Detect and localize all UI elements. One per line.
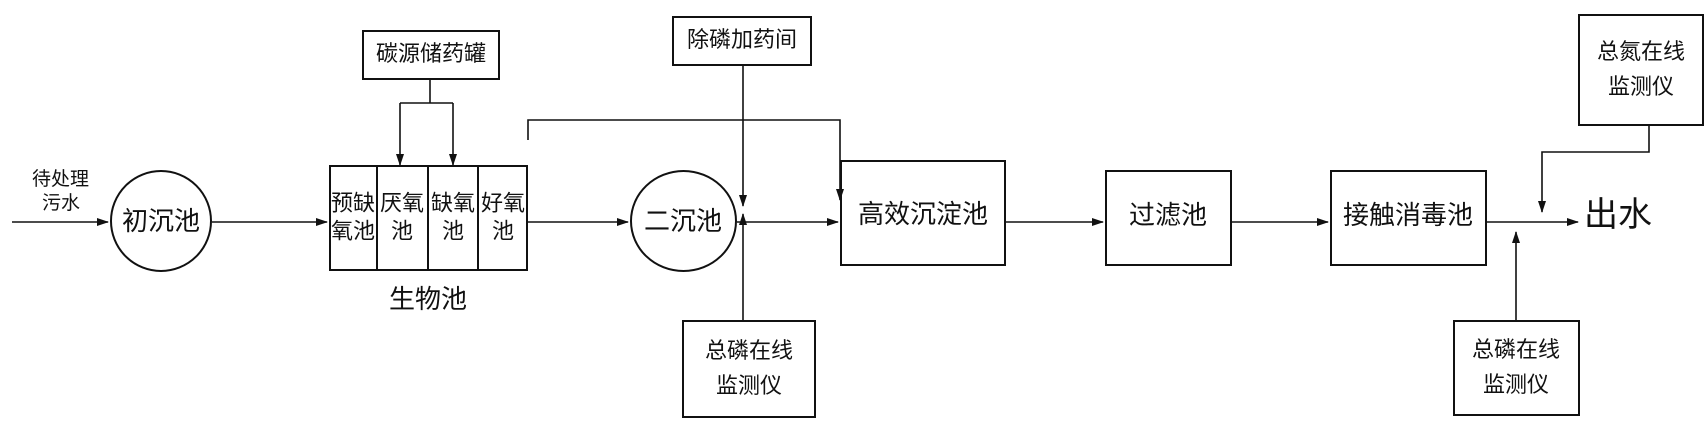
- tp-monitor-2-label: 总磷在线 监测仪: [1472, 333, 1560, 403]
- bio-pre-anoxic: 预缺 氧池: [331, 191, 375, 246]
- secondary-clarifier: [630, 170, 737, 272]
- inlet-label: 待处理 污水: [32, 168, 89, 216]
- bio-divider-2: [427, 165, 429, 271]
- secondary-clarifier-label: 二沉池: [643, 207, 723, 237]
- tp-monitor-1-label: 总磷在线 监测仪: [705, 334, 793, 404]
- bio-anoxic: 缺氧 池: [431, 191, 475, 246]
- bio-pool-label: 生物池: [388, 285, 468, 315]
- outlet-label: 出水: [1584, 195, 1652, 235]
- phosphorus-dosing-room: [672, 16, 812, 66]
- tn-monitor-line2: 监测仪: [1607, 75, 1675, 100]
- tn-monitor-label: 总氮在线 监测仪: [1597, 35, 1685, 105]
- bio-anaerobic-line1: 厌氧: [379, 191, 425, 217]
- bio-anaerobic: 厌氧 池: [380, 191, 424, 246]
- bio-pre-anoxic-line2: 氧池: [330, 219, 376, 244]
- tp-monitor-2-line1: 总磷在线: [1471, 337, 1561, 363]
- filter-pool: [1105, 170, 1232, 266]
- tn-monitor-line: [1538, 126, 1650, 213]
- bio-anoxic-line1: 缺氧: [430, 191, 476, 217]
- bio-aerobic: 好氧 池: [481, 191, 525, 246]
- bio-pre-anoxic-line1: 预缺: [330, 191, 376, 217]
- phosphorus-dosing-label: 除磷加药间: [686, 28, 798, 53]
- tn-monitor: [1578, 14, 1704, 126]
- inlet-label-line2: 污水: [42, 191, 81, 214]
- bio-anoxic-line2: 池: [441, 219, 465, 244]
- tp-monitor-1-line2: 监测仪: [715, 374, 783, 399]
- inlet-label-line1: 待处理: [32, 168, 90, 190]
- tp-monitor-2-line2: 监测仪: [1482, 373, 1550, 398]
- bio-aerobic-line2: 池: [491, 219, 515, 244]
- filter-pool-label: 过滤池: [1128, 201, 1208, 231]
- bio-aerobic-line1: 好氧: [480, 191, 526, 217]
- bio-anaerobic-line2: 池: [390, 219, 414, 244]
- contact-disinfection-label: 接触消毒池: [1342, 201, 1474, 231]
- tp-monitor-1-line1: 总磷在线: [704, 338, 794, 364]
- carbon-tank: [362, 30, 500, 80]
- high-efficiency-sedimentation-label: 高效沉淀池: [857, 200, 989, 230]
- primary-clarifier-label: 初沉池: [121, 207, 201, 237]
- carbon-tank-label: 碳源储药罐: [375, 42, 487, 67]
- contact-disinfection: [1330, 170, 1487, 266]
- tp-monitor-2: [1453, 320, 1580, 416]
- tn-monitor-line1: 总氮在线: [1596, 39, 1686, 65]
- high-efficiency-sedimentation: [840, 160, 1006, 266]
- tp-monitor-1: [682, 320, 816, 418]
- bio-divider-1: [376, 165, 378, 271]
- bio-divider-3: [477, 165, 479, 271]
- primary-clarifier: [110, 170, 212, 272]
